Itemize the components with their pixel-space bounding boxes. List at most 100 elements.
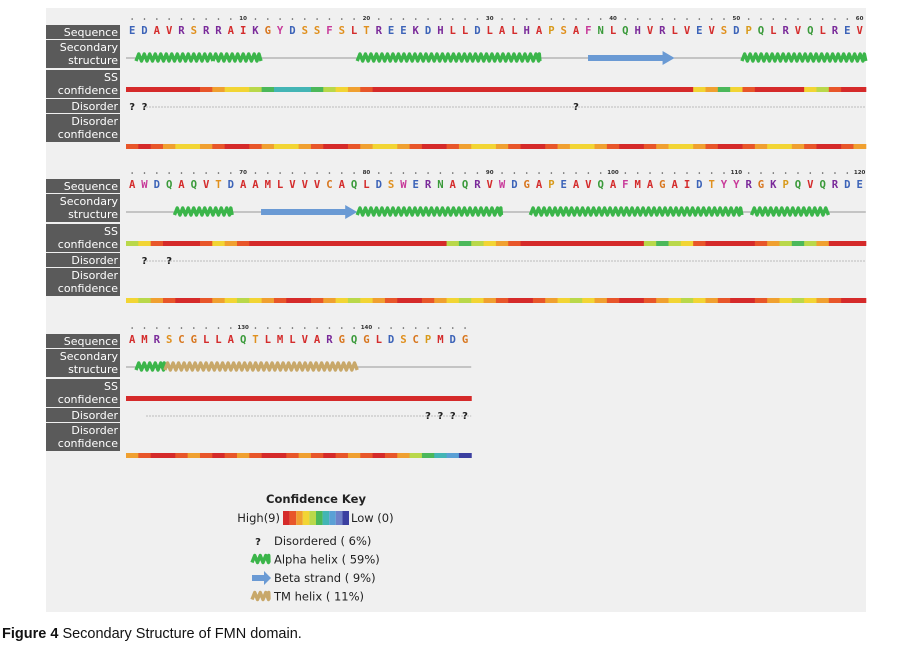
disorder-conf-cell	[446, 298, 460, 303]
ss-conf-cell	[742, 87, 756, 92]
residue: Q	[462, 179, 468, 191]
ss-conf-cell	[421, 396, 435, 401]
residue: I	[684, 179, 690, 191]
ss-confidence-label-bg	[46, 379, 120, 407]
disorder-conf-cell	[668, 144, 682, 149]
ss-conf-cell	[446, 241, 460, 246]
residue: E	[856, 179, 862, 191]
tick-dot	[340, 172, 343, 174]
ss-conf-cell	[520, 241, 534, 246]
residue: E	[696, 25, 702, 37]
tick-dot	[168, 172, 170, 174]
disorder-conf-cell	[471, 298, 485, 303]
tick-dot	[550, 172, 553, 174]
disorder-conf-cell	[545, 144, 559, 149]
disorder-conf-cell	[323, 144, 337, 149]
residue: V	[856, 25, 863, 37]
ss-conf-cell	[175, 241, 189, 246]
tick-dot	[291, 18, 294, 20]
ss-confidence-label-bg	[46, 70, 120, 98]
disorder-conf-cell	[804, 144, 817, 149]
disorder-conf-cell	[816, 144, 830, 149]
legend-helix-icon	[250, 553, 271, 565]
residue: S	[191, 25, 197, 37]
residue: D	[450, 334, 456, 346]
disorder-conf-cell	[175, 453, 189, 458]
disorder-conf-cell	[372, 144, 386, 149]
ss-conf-cell	[643, 87, 657, 92]
disorder-mark: ?	[450, 411, 456, 422]
ss-conf-cell	[150, 87, 164, 92]
tick-dot	[710, 172, 713, 174]
disorder-conf-cell	[804, 298, 817, 303]
tick-dot	[230, 172, 232, 174]
ss-conf-cell	[508, 241, 522, 246]
ss-conf-cell	[150, 396, 164, 401]
ss-confidence-label: confidence	[58, 238, 118, 251]
tick-dot	[377, 172, 380, 174]
residue: S	[561, 25, 567, 37]
tick-dot	[846, 18, 849, 20]
residue: R	[425, 179, 432, 191]
ss-conf-cell	[705, 241, 719, 246]
residue: R	[203, 25, 210, 37]
residue: M	[141, 334, 147, 346]
disorder-conf-cell	[569, 298, 583, 303]
disorder-conf-cell	[656, 298, 670, 303]
tick-dot	[168, 327, 170, 329]
residue: A	[129, 179, 136, 191]
tick-dot	[402, 327, 405, 329]
residue: H	[437, 25, 443, 37]
ss-conf-cell	[594, 87, 608, 92]
tick-label: 140	[361, 325, 373, 331]
tick-dot	[230, 18, 232, 20]
ss-conf-cell	[779, 241, 793, 246]
ss-conf-cell	[187, 87, 201, 92]
secondary-structure-label: structure	[68, 363, 118, 376]
ss-conf-cell	[816, 87, 830, 92]
ss-conf-cell	[619, 87, 633, 92]
residue: A	[252, 179, 259, 191]
tick-dot	[673, 18, 676, 20]
ss-conf-cell	[286, 396, 300, 401]
disorder-label: Disorder	[71, 254, 118, 267]
tick-dot	[180, 327, 183, 329]
ss-conf-cell	[236, 241, 250, 246]
ss-conf-cell	[606, 87, 620, 92]
ss-conf-cell	[212, 241, 226, 246]
legend-tm-icon	[250, 590, 271, 602]
tick-dot	[698, 18, 701, 20]
tick-dot	[414, 172, 417, 174]
disorder-conf-cell	[434, 298, 448, 303]
ss-conf-cell	[767, 241, 780, 246]
residue: A	[228, 25, 235, 37]
residue: R	[659, 25, 666, 37]
tick-dot	[390, 172, 392, 174]
residue: D	[141, 25, 147, 37]
residue: L	[511, 25, 517, 37]
ss-conf-cell	[495, 241, 509, 246]
disorder-conf-cell	[162, 144, 176, 149]
ss-conf-cell	[397, 396, 411, 401]
disorder-conf-cell	[397, 144, 411, 149]
residue: P	[782, 179, 788, 191]
residue: Q	[819, 179, 825, 191]
residue: L	[462, 25, 468, 37]
tick-dot	[316, 327, 318, 329]
disorder-confidence-label-bg	[46, 423, 120, 451]
tick-dot	[217, 327, 220, 329]
disorder-conf-cell	[557, 144, 571, 149]
legend-title: Confidence Key	[266, 492, 366, 506]
legend-swatch	[335, 511, 343, 525]
tick-dot	[772, 172, 775, 174]
disorder-conf-cell	[126, 453, 139, 458]
disorder-conf-cell	[249, 453, 263, 458]
ss-conf-cell	[421, 87, 435, 92]
disorder-confidence-label: Disorder	[71, 115, 118, 128]
residue: R	[474, 179, 481, 191]
tick-dot	[328, 18, 331, 20]
disorder-conf-cell	[730, 144, 743, 149]
ss-conf-cell	[298, 87, 312, 92]
residue: M	[634, 179, 640, 191]
